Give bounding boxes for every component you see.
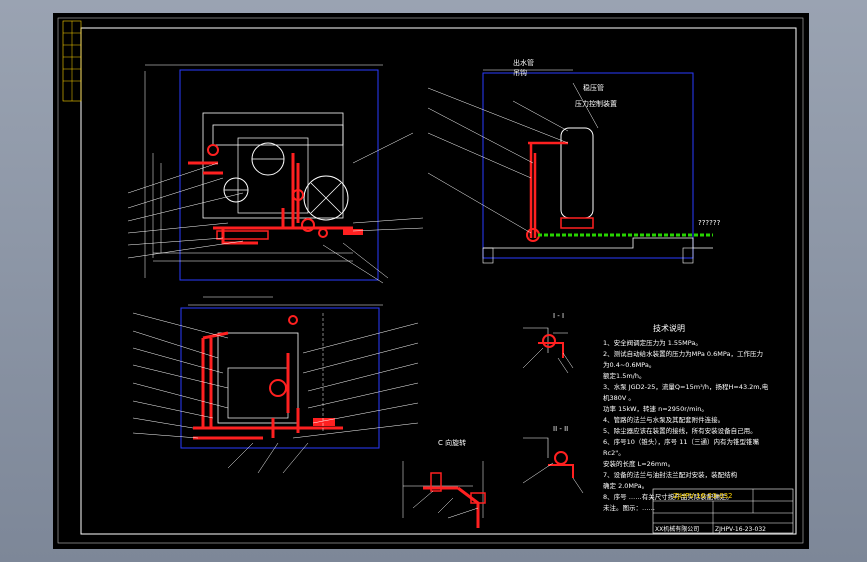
note-line: 8、序号 ……有关尺寸按产品实际装配确定。 [603, 492, 733, 501]
front-view [132, 296, 419, 474]
note-line: 为0.4~0.6MPa。 [603, 360, 655, 369]
note-line: 未注。图示：…… [603, 503, 655, 512]
note-line: 确定 2.0MPa。 [603, 481, 648, 490]
note-line: 功率 15kW，转速 n=2950r/min。 [603, 404, 708, 413]
inner-border [80, 27, 797, 535]
note-line: 1、安全阀调定压力为 1.55MPa。 [603, 338, 702, 347]
note-line: 3、水泵 JGD2-25，流量Q=15m³/h，扬程H=43.2m,电 [603, 382, 769, 391]
label-floor-note: ?????? [698, 219, 721, 227]
label-detail-c: C 向旋转 [438, 438, 466, 447]
drawing-canvas: 出水管 吊钩 稳压管 压力控制装置 ?????? [57, 17, 804, 544]
note-line: 5、除尘器应该在装置的接线，所有安装设备自己用。 [603, 426, 757, 435]
note-line: 安装的长度 L=26mm。 [603, 459, 674, 468]
plan-view [127, 64, 424, 284]
label-pressure-tank: 压力控制装置 [575, 99, 617, 108]
note-line: 6、序号10（锥头），序号 11（三通）内有为锥型锥嘴 [603, 437, 759, 446]
side-view: 出水管 吊钩 稳压管 压力控制装置 ?????? [427, 58, 721, 264]
section-views: I - I II - II [522, 312, 584, 494]
note-line: Rc2"。 [603, 449, 625, 457]
note-line: 2、测试自动给水装置的压力为MPa 0.6MPa，工作压力 [603, 349, 763, 358]
drawing-number: ZJHPV-16-23-032 [673, 492, 732, 500]
notes-lines: 1、安全阀调定压力为 1.55MPa。 2、测试自动给水装置的压力为MPa 0.6… [603, 338, 769, 512]
label-pressure-pipe: 稳压管 [583, 83, 604, 92]
label-bracket: 吊钩 [513, 68, 527, 77]
note-line: 额定1.5m/h。 [603, 371, 645, 380]
outer-border [57, 17, 804, 544]
company-name: XX机械有限公司 [655, 525, 699, 533]
note-line: 4、管路的法兰与水泵及其配套附件连接。 [603, 415, 724, 424]
detail-c-view: C 向旋转 [402, 438, 486, 528]
label-outlet-pipe: 出水管 [513, 58, 534, 67]
title-block: ZJHPV-16-23-032 ZJHPV-16-23-032 XX机械有限公司 [652, 488, 794, 534]
note-line: 7、设备的法兰与油封法兰配对安装，装配结构 [603, 470, 738, 479]
drawing-sheet: 出水管 吊钩 稳压管 压力控制装置 ?????? [53, 13, 809, 549]
label-section-2: II - II [553, 425, 568, 433]
note-line: 机380V 。 [603, 393, 635, 402]
technical-notes: 技术说明 1、安全阀调定压力为 1.55MPa。 2、测试自动给水装置的压力为MP… [603, 323, 769, 512]
drawing-number-footer: ZJHPV-16-23-032 [715, 526, 766, 533]
revision-table [62, 20, 82, 102]
label-section-1: I - I [553, 312, 564, 320]
notes-title: 技术说明 [653, 323, 685, 333]
